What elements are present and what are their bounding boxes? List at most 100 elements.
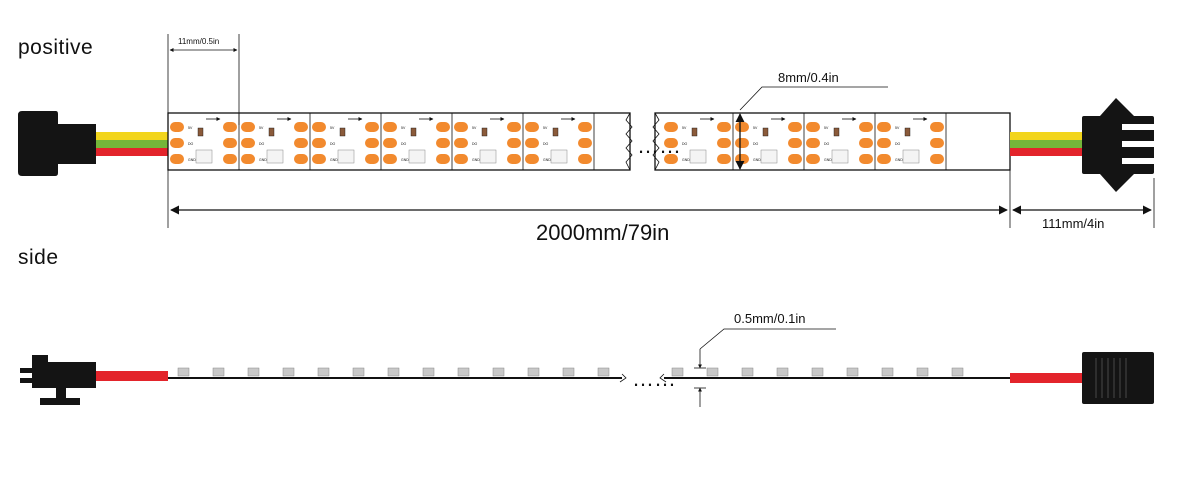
solder-pad bbox=[241, 122, 255, 132]
yellow-wire-right bbox=[1010, 132, 1086, 140]
pad-label: 5V bbox=[259, 126, 264, 130]
solder-pad bbox=[436, 138, 450, 148]
resistor bbox=[691, 127, 698, 137]
pad-label: 5V bbox=[330, 126, 335, 130]
continuation-dots: …… bbox=[637, 133, 681, 158]
width-label: 8mm/0.4in bbox=[778, 70, 839, 85]
side-led bbox=[881, 367, 894, 377]
solder-pad bbox=[312, 154, 326, 164]
solder-pad bbox=[930, 122, 944, 132]
resistor bbox=[197, 127, 204, 137]
side-led bbox=[846, 367, 859, 377]
side-led bbox=[951, 367, 964, 377]
resistor bbox=[552, 127, 559, 137]
connector-latch-top bbox=[1100, 98, 1134, 116]
pad-label: GND bbox=[753, 158, 761, 162]
solder-pad bbox=[170, 138, 184, 148]
connector-latch-bottom bbox=[1100, 174, 1134, 192]
solder-pad bbox=[294, 138, 308, 148]
side-led bbox=[317, 367, 330, 377]
led-segment: 5V DO GND bbox=[383, 113, 453, 170]
solder-pad bbox=[241, 138, 255, 148]
connector-slot bbox=[1122, 158, 1154, 164]
solder-pad bbox=[877, 122, 891, 132]
solder-pad bbox=[806, 154, 820, 164]
pad-label: DO bbox=[330, 142, 336, 146]
side-led bbox=[457, 367, 470, 377]
solder-pad bbox=[735, 154, 749, 164]
solder-pad bbox=[525, 154, 539, 164]
solder-pad bbox=[717, 138, 731, 148]
led-chip bbox=[902, 149, 920, 164]
solder-pad bbox=[877, 154, 891, 164]
solder-pad bbox=[223, 154, 237, 164]
solder-pad bbox=[525, 138, 539, 148]
led-chip bbox=[689, 149, 707, 164]
pitch-label: 11mm/0.5in bbox=[178, 37, 219, 46]
pad-label: GND bbox=[188, 158, 196, 162]
side-leds bbox=[177, 367, 964, 377]
pad-label: DO bbox=[682, 142, 688, 146]
solder-pad bbox=[454, 122, 468, 132]
pad-label: GND bbox=[401, 158, 409, 162]
led-chip bbox=[408, 149, 426, 164]
solder-pad bbox=[170, 122, 184, 132]
solder-pad bbox=[507, 122, 521, 132]
solder-pad bbox=[788, 122, 802, 132]
solder-pad bbox=[525, 122, 539, 132]
solder-pad bbox=[365, 154, 379, 164]
width-dimension: 8mm/0.4in bbox=[735, 70, 888, 170]
left-wires bbox=[94, 132, 168, 156]
length-dimension: 2000mm/79in bbox=[167, 170, 1011, 245]
red-wire-right bbox=[1010, 148, 1086, 156]
pad-label: 5V bbox=[753, 126, 758, 130]
solder-pad bbox=[507, 138, 521, 148]
led-chip bbox=[195, 149, 213, 164]
solder-pad bbox=[664, 154, 678, 164]
pad-label: DO bbox=[472, 142, 478, 146]
solder-pad bbox=[312, 138, 326, 148]
resistor bbox=[268, 127, 275, 137]
pad-label: DO bbox=[895, 142, 901, 146]
solder-pad bbox=[788, 138, 802, 148]
solder-pad bbox=[294, 154, 308, 164]
yellow-wire-left bbox=[94, 132, 168, 140]
side-red-wire-right bbox=[1010, 373, 1086, 383]
led-chip bbox=[479, 149, 497, 164]
solder-pad bbox=[578, 154, 592, 164]
right-wires bbox=[1010, 132, 1086, 156]
positive-view-title: positive bbox=[18, 36, 93, 59]
side-led bbox=[597, 367, 610, 377]
side-led bbox=[811, 367, 824, 377]
solder-pad bbox=[241, 154, 255, 164]
solder-pad bbox=[223, 122, 237, 132]
pin bbox=[20, 378, 34, 383]
pad-label: DO bbox=[753, 142, 759, 146]
side-led bbox=[422, 367, 435, 377]
pad-label: 5V bbox=[401, 126, 406, 130]
pad-label: DO bbox=[543, 142, 549, 146]
connector-slot bbox=[1122, 124, 1154, 130]
pad-label: 5V bbox=[472, 126, 477, 130]
side-led bbox=[212, 367, 225, 377]
led-chip bbox=[337, 149, 355, 164]
side-led bbox=[741, 367, 754, 377]
led-chip bbox=[760, 149, 778, 164]
pad-label: GND bbox=[259, 158, 267, 162]
resistor bbox=[904, 127, 911, 137]
led-chip bbox=[831, 149, 849, 164]
side-continuation-dots: …… bbox=[632, 366, 676, 391]
solder-pad bbox=[383, 138, 397, 148]
side-led bbox=[562, 367, 575, 377]
pad-label: DO bbox=[401, 142, 407, 146]
solder-pad bbox=[507, 154, 521, 164]
pitch-dimension: 11mm/0.5in bbox=[167, 34, 240, 125]
solder-pad bbox=[454, 154, 468, 164]
resistor bbox=[762, 127, 769, 137]
pad-label: 5V bbox=[682, 126, 687, 130]
